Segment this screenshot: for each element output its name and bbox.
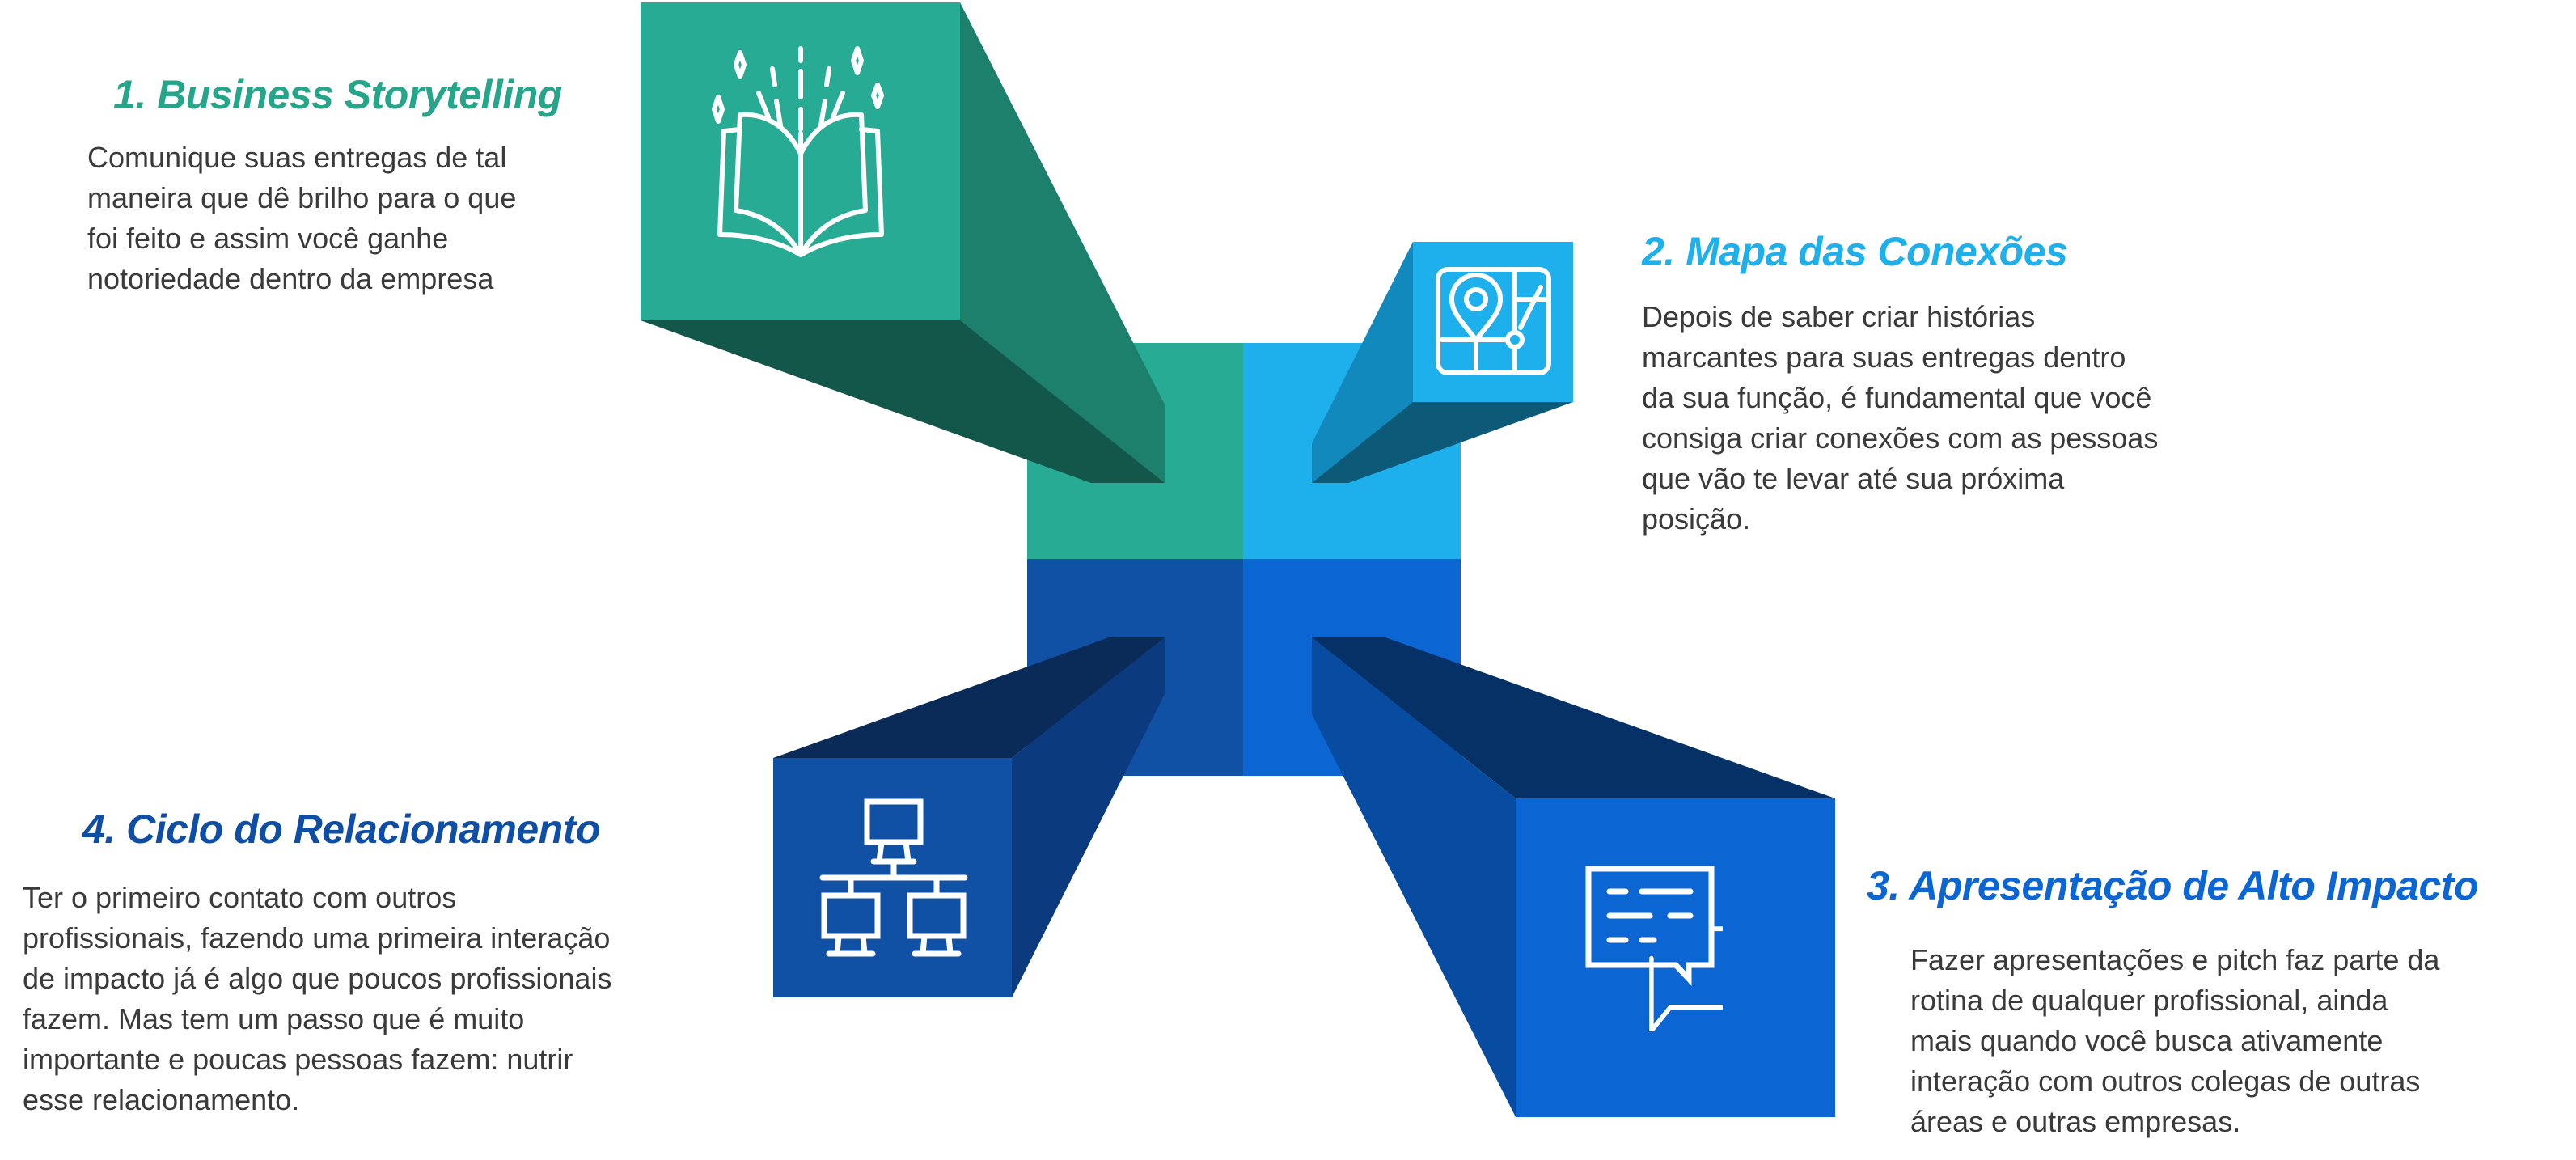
step-2-line: que vão te levar até sua próxima [1642, 462, 2065, 495]
step-4-line: Ter o primeiro contato com outros [23, 881, 457, 914]
box2-bottom-face [1312, 402, 1573, 483]
step-4-line: profissionais, fazendo uma primeira inte… [23, 921, 611, 955]
step-4-line: importante e poucas pessoas fazem: nutri… [23, 1043, 573, 1076]
step-1-line: notoriedade dentro da empresa [87, 262, 494, 295]
step-4-title: 4. Ciclo do Relacionamento [82, 806, 600, 852]
step-4-line: esse relacionamento. [23, 1083, 300, 1116]
step-2-description: Depois de saber criar histórias marcante… [1642, 297, 2158, 540]
step-2-line: marcantes para suas entregas dentro [1642, 341, 2126, 374]
step-4-line: fazem. Mas tem um passo que é muito [23, 1002, 525, 1035]
step-3-line: Fazer apresentações e pitch faz parte da [1910, 943, 2440, 976]
box4-top-face [773, 637, 1165, 758]
step-3-line: rotina de qualquer profissional, ainda [1910, 984, 2388, 1017]
step-1-title: 1. Business Storytelling [113, 72, 562, 117]
box3-top-face [1312, 637, 1835, 798]
step-3-line: interação com outros colegas de outras [1910, 1065, 2421, 1098]
box2-side-face [1312, 242, 1413, 483]
step-4-description: Ter o primeiro contato com outros profis… [23, 878, 611, 1120]
chat-bubbles-icon [1585, 866, 1723, 1031]
step-1-description: Comunique suas entregas de tal maneira q… [87, 138, 516, 299]
step-1-line: Comunique suas entregas de tal [87, 141, 507, 174]
step-2-line: posição. [1642, 502, 1751, 536]
step-3-title: 3. Apresentação de Alto Impacto [1867, 863, 2478, 908]
box3-side-face [1312, 637, 1516, 1117]
box1-bottom-face [641, 320, 1165, 483]
step-4-line: de impacto já é algo que poucos profissi… [23, 962, 612, 995]
step-1-line: foi feito e assim você ganhe [87, 222, 449, 255]
step-3-line: áreas e outras empresas. [1910, 1105, 2241, 1138]
step-2-title: 2. Mapa das Conexões [1642, 229, 2068, 274]
step-3-description: Fazer apresentações e pitch faz parte da… [1910, 940, 2439, 1142]
step-2-line: consiga criar conexões com as pessoas [1642, 421, 2159, 455]
box3-front-face [1516, 798, 1835, 1117]
step-1-line: maneira que dê brilho para o que [87, 181, 517, 214]
step-2-line: Depois de saber criar histórias [1642, 300, 2036, 333]
step-2-line: da sua função, é fundamental que você [1642, 381, 2152, 414]
network-computers-icon [819, 798, 968, 957]
step-3-line: mais quando você busca ativamente [1910, 1024, 2384, 1057]
open-book-icon [712, 46, 884, 257]
box4-side-face [1012, 637, 1165, 997]
map-pin-icon [1436, 267, 1551, 375]
